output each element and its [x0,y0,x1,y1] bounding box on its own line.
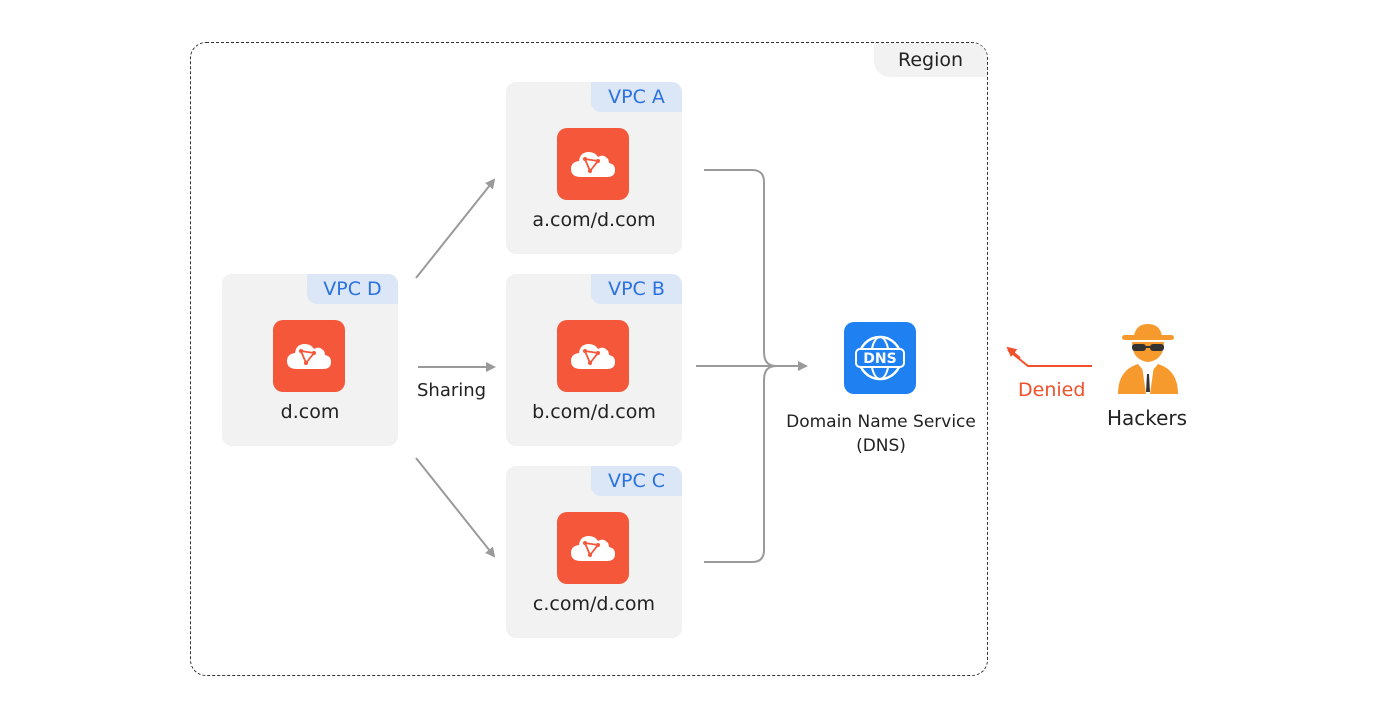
bracket-line-vpc-a [704,169,777,367]
denied-label: Denied [1018,379,1086,401]
share-arrow-to-vpc-a [415,178,496,279]
dns-icon-text: DNS [863,351,896,367]
dns-globe-icon: DNS [844,322,916,394]
bracket-line-vpc-c [704,365,777,563]
vpc-tag: VPC A [591,82,682,112]
region-boundary [190,42,988,676]
cloud-service-icon [557,512,629,584]
spy-hacker-icon [1112,320,1184,396]
domain-label: c.com/d.com [532,593,656,615]
vpc-a-box: VPC A a.com/d.com [506,82,682,254]
vpc-tag: VPC D [307,274,398,304]
region-label: Region [874,43,987,77]
vpc-c-box: VPC C c.com/d.com [506,466,682,638]
vpc-tag: VPC C [591,466,682,496]
vpc-b-box: VPC B b.com/d.com [506,274,682,446]
vpc-tag: VPC B [591,274,682,304]
sharing-label: Sharing [417,380,487,401]
dns-label-line2: (DNS) [856,436,906,456]
domain-label: a.com/d.com [532,209,656,231]
cloud-service-icon [557,320,629,392]
denied-arrow [1007,349,1092,367]
vpc-d-box: VPC D d.com [222,274,398,446]
domain-label: d.com [280,401,340,423]
hackers-label: Hackers [1106,406,1188,430]
cloud-service-icon [273,320,345,392]
dns-label-line1: Domain Name Service [786,412,976,432]
share-arrow-to-vpc-c [415,457,496,558]
dns-label: Domain Name Service (DNS) [780,410,982,458]
cloud-service-icon [557,128,629,200]
domain-label: b.com/d.com [532,401,656,423]
